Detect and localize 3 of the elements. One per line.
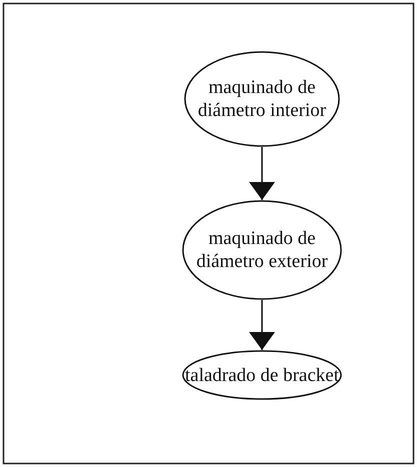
node-label: maquinado de diámetro interior bbox=[196, 76, 328, 122]
node-label: maquinado de diámetro exterior bbox=[195, 227, 329, 273]
node-label: taladrado de bracket bbox=[184, 364, 340, 386]
